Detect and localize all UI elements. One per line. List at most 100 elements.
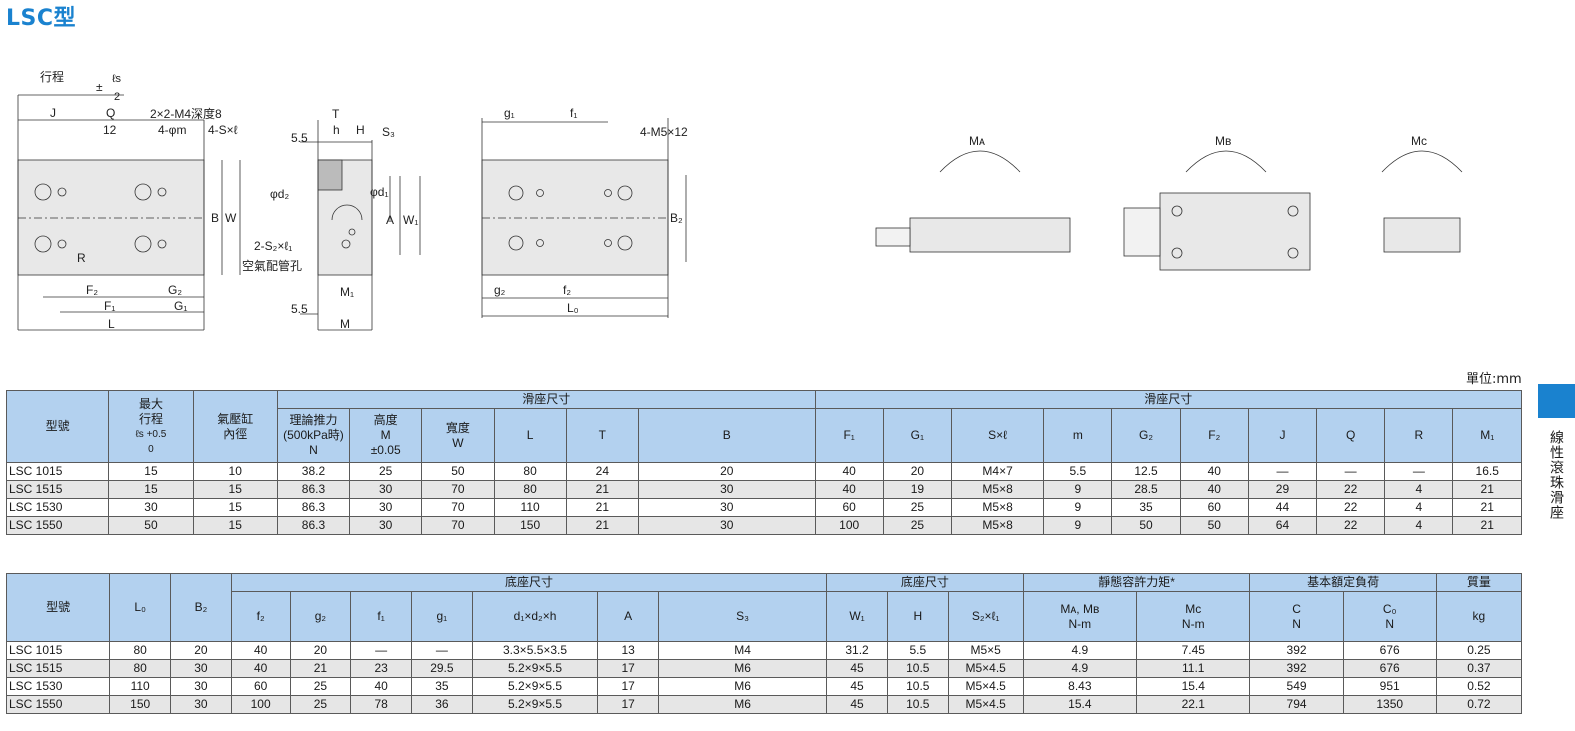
t1-cell: 70 bbox=[421, 516, 495, 535]
t2-cell: 0.37 bbox=[1435, 659, 1523, 678]
t2-cell: 15.4 bbox=[1136, 677, 1251, 696]
t2-cell: 36 bbox=[411, 695, 473, 714]
moment-mc-label: Mᴄ bbox=[1411, 134, 1427, 148]
t1-cell: 25 bbox=[882, 498, 952, 517]
dim-l: L bbox=[108, 317, 115, 331]
t2-model-cell: LSC 1530 bbox=[5, 677, 111, 696]
t1-cell: — bbox=[1384, 462, 1454, 481]
t1-cell: 4 bbox=[1384, 498, 1454, 517]
t2-header-col: H bbox=[886, 591, 949, 642]
t1-cell: 22 bbox=[1316, 498, 1386, 517]
dim-m5x12: 4-M5×12 bbox=[640, 125, 688, 139]
moment-mb-part bbox=[1159, 192, 1311, 271]
t2-header-col: S₂×ℓ₁ bbox=[947, 591, 1024, 642]
t2-c0-line2: N bbox=[1385, 616, 1395, 631]
t1-cell: 15 bbox=[192, 498, 278, 517]
t2-cell: 5.2×9×5.5 bbox=[471, 677, 599, 696]
t1-cell: 64 bbox=[1247, 516, 1318, 535]
dim-q12: 12 bbox=[103, 123, 117, 137]
dim-port: 2-S₂×ℓ₁ bbox=[254, 239, 292, 253]
t2-cell: 951 bbox=[1342, 677, 1437, 696]
t2-cell: 4.9 bbox=[1022, 659, 1138, 678]
t2-cell: 794 bbox=[1249, 695, 1344, 714]
dim-phi-m: 4-φm bbox=[158, 123, 186, 137]
t2-cell: 35 bbox=[411, 677, 473, 696]
t2-header-load: 基本額定負荷 bbox=[1249, 573, 1437, 592]
t2-cell: 17 bbox=[597, 677, 660, 696]
moment-mc-part bbox=[1383, 217, 1461, 253]
t2-cell: 3.3×5.5×3.5 bbox=[471, 641, 599, 660]
t1-cell: 86.3 bbox=[276, 516, 351, 535]
t1-cell: 28.5 bbox=[1111, 480, 1181, 499]
base-dimensions-table: 型號 L₀ B₂ 底座尺寸 底座尺寸 靜態容許力矩* 基本額定負荷 質量 f₂ … bbox=[5, 573, 1523, 714]
t2-cell: 31.2 bbox=[826, 641, 888, 660]
t2-cell: 15.4 bbox=[1022, 695, 1138, 714]
t1-cell: 22 bbox=[1316, 516, 1386, 535]
t1-header-height: 高度 M ±0.05 bbox=[349, 408, 423, 463]
t1-cell: 50 bbox=[1111, 516, 1181, 535]
t1-cell: 9 bbox=[1043, 480, 1113, 499]
t2-cell: 5.5 bbox=[886, 641, 949, 660]
t1-cell: 9 bbox=[1043, 516, 1113, 535]
t2-c-line2: N bbox=[1292, 616, 1301, 631]
t2-header-l0: L₀ bbox=[109, 573, 172, 642]
t1-cell: 22 bbox=[1316, 480, 1386, 499]
t2-cell: 10.5 bbox=[886, 659, 949, 678]
t1-model-cell: LSC 1515 bbox=[5, 480, 110, 499]
moment-ma-part bbox=[909, 217, 1071, 253]
t2-cell: 8.43 bbox=[1022, 677, 1138, 696]
t1-cell: 80 bbox=[493, 462, 567, 481]
dim-b: B bbox=[211, 211, 219, 225]
dim-s-l: 4-S×ℓ bbox=[208, 123, 238, 137]
t2-cell: 13 bbox=[597, 641, 660, 660]
dim-f2: F₂ bbox=[86, 283, 98, 297]
t1-width-line2: W bbox=[452, 435, 464, 450]
t2-cell: 392 bbox=[1249, 641, 1344, 660]
t1-cell: 40 bbox=[814, 480, 884, 499]
t1-cell: 10 bbox=[192, 462, 278, 481]
t1-header-col: J bbox=[1247, 408, 1318, 463]
dim-ls: ℓs bbox=[112, 73, 122, 85]
t1-cell: 30 bbox=[637, 516, 816, 535]
t1-cell: — bbox=[1247, 462, 1318, 481]
t1-force-line3: N bbox=[309, 443, 318, 457]
t1-header-col: Q bbox=[1316, 408, 1386, 463]
t1-header-col: M₁ bbox=[1452, 408, 1522, 463]
t2-cell: 20 bbox=[170, 641, 232, 660]
dim-r: R bbox=[77, 251, 86, 265]
t1-cell: 29 bbox=[1247, 480, 1318, 499]
dim-w: W bbox=[225, 211, 237, 225]
t2-cell: 5.2×9×5.5 bbox=[471, 659, 599, 678]
t1-cell: 21 bbox=[1452, 480, 1522, 499]
dim-g1: G₁ bbox=[174, 299, 187, 313]
t1-cell: 30 bbox=[349, 498, 423, 517]
t1-cell: 100 bbox=[814, 516, 884, 535]
t2-header-c: C N bbox=[1249, 591, 1344, 642]
t1-model-cell: LSC 1530 bbox=[5, 498, 110, 517]
t1-cell: 21 bbox=[1452, 498, 1522, 517]
t2-header-col: W₁ bbox=[826, 591, 888, 642]
t1-header-group2: 滑座尺寸 bbox=[814, 390, 1523, 409]
t2-c0-line1: C₀ bbox=[1382, 601, 1397, 616]
t1-cell: 5.5 bbox=[1043, 462, 1113, 481]
t2-cell: 4.9 bbox=[1022, 641, 1138, 660]
t1-header-width: 寬度 W bbox=[421, 408, 495, 463]
t1-cell: 38.2 bbox=[276, 462, 351, 481]
t1-width-line1: 寬度 bbox=[445, 420, 470, 435]
dim-a: A bbox=[386, 213, 394, 227]
dim-tap: 2×2-M4深度8 bbox=[150, 106, 222, 121]
moment-ma-label: Mᴀ bbox=[969, 134, 985, 148]
t2-cell: 17 bbox=[597, 695, 660, 714]
t2-cell: 150 bbox=[109, 695, 172, 714]
t1-cell: 150 bbox=[493, 516, 567, 535]
t2-cell: 110 bbox=[109, 677, 172, 696]
t2-cell: — bbox=[350, 641, 412, 660]
t2-cell: 80 bbox=[109, 641, 172, 660]
t2-cell: 1350 bbox=[1342, 695, 1437, 714]
t2-mc-line2: N-m bbox=[1181, 616, 1205, 631]
dim-t: T bbox=[332, 107, 340, 121]
